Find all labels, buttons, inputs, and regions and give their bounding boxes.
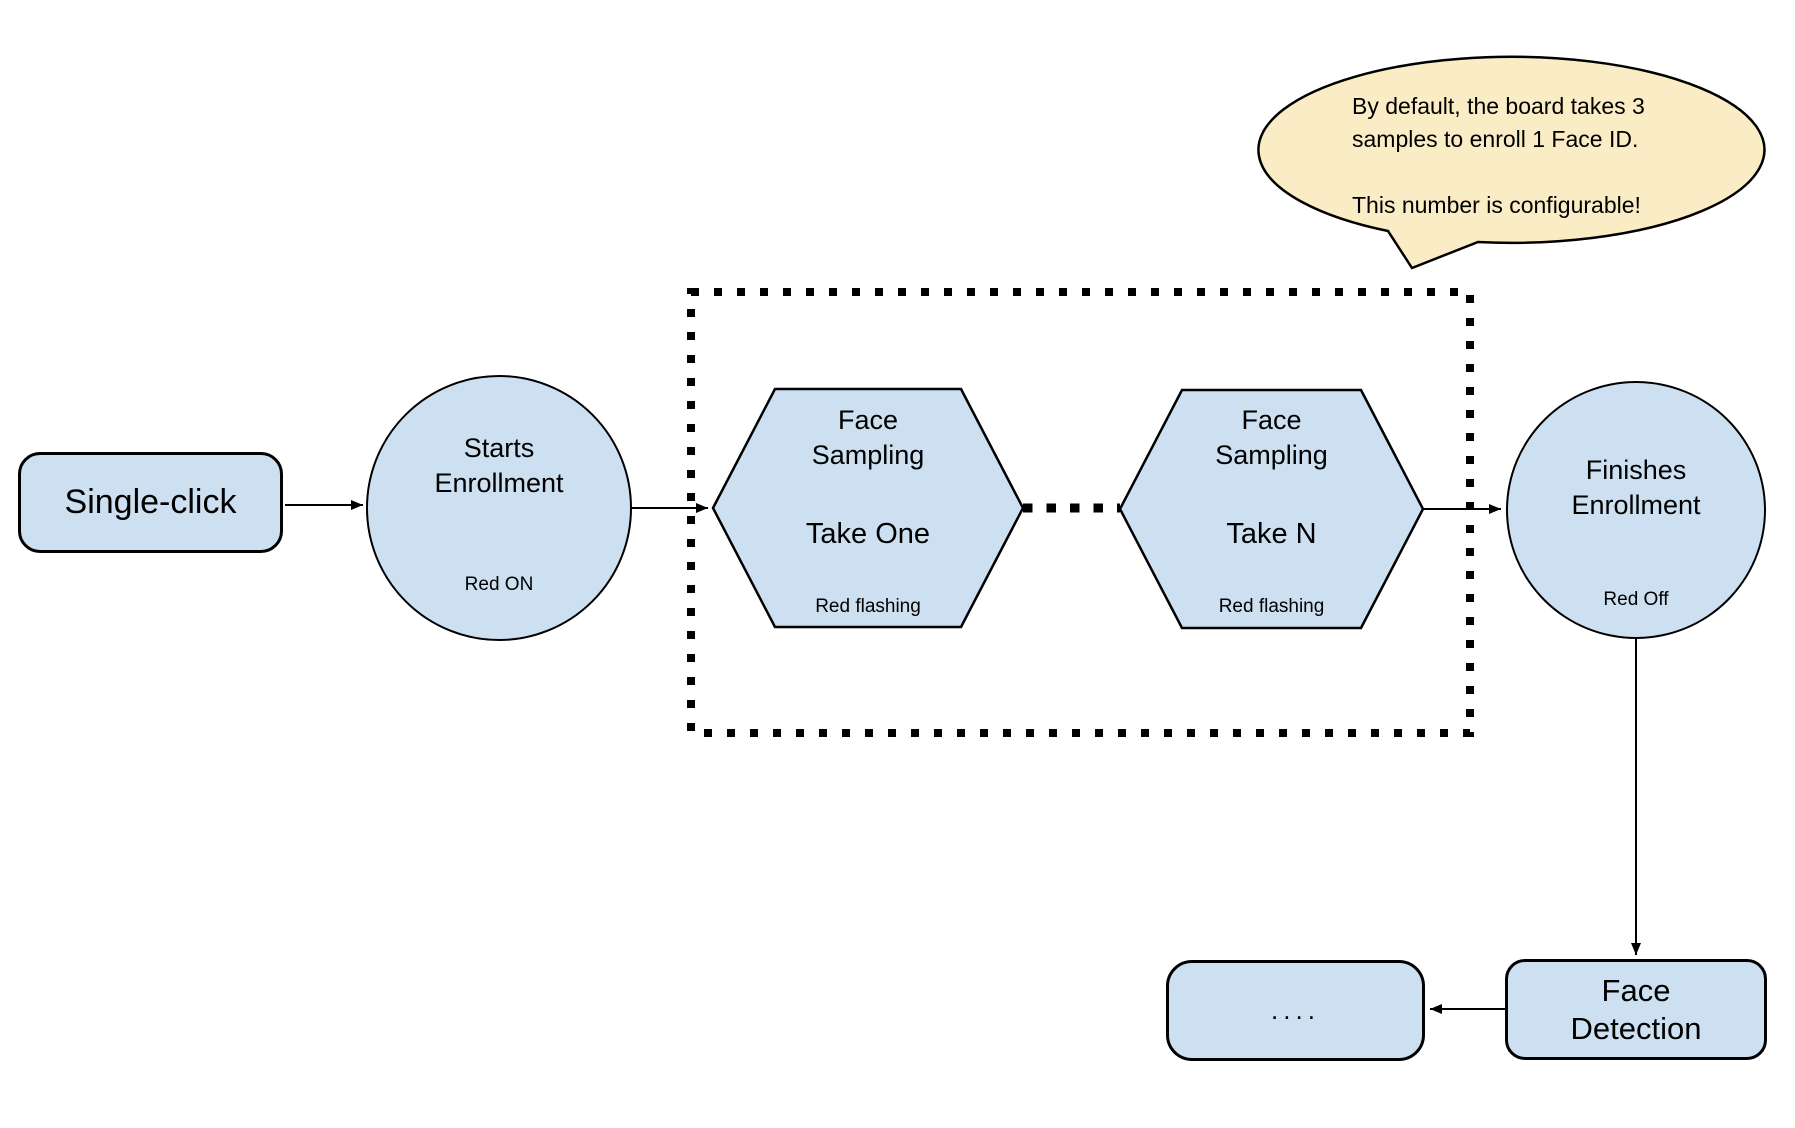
- face-sampling-one-status: Red flashing: [815, 596, 921, 617]
- node-single-click: Single-click: [18, 452, 283, 553]
- node-continuation: ....: [1166, 960, 1425, 1061]
- callout-blank-line: [1352, 156, 1702, 189]
- finishes-enrollment-line2: Enrollment: [1571, 490, 1701, 520]
- face-sampling-one-take: Take One: [805, 518, 931, 550]
- callout-line1: By default, the board takes 3: [1352, 93, 1645, 119]
- callout-text: By default, the board takes 3 samples to…: [1352, 90, 1702, 222]
- face-sampling-n-take: Take N: [1226, 518, 1317, 550]
- callout-line2: samples to enroll 1 Face ID.: [1352, 126, 1639, 152]
- finishes-enrollment-label: Finishes Enrollment: [1508, 453, 1764, 523]
- starts-enrollment-label: Starts Enrollment: [368, 431, 630, 501]
- starts-enrollment-line1: Starts: [463, 433, 535, 463]
- continuation-label: ....: [1271, 995, 1320, 1025]
- single-click-label: Single-click: [64, 483, 237, 521]
- face-detection-line1: Face: [1601, 972, 1671, 1008]
- face-sampling-n-line1: Face: [1241, 405, 1302, 435]
- finishes-enrollment-line1: Finishes: [1585, 455, 1687, 485]
- node-face-detection: Face Detection: [1505, 959, 1767, 1060]
- face-sampling-n-label: Face Sampling: [1120, 403, 1423, 473]
- face-detection-label: Face Detection: [1571, 972, 1702, 1048]
- node-finishes-enrollment: Finishes Enrollment Red Off: [1506, 381, 1766, 639]
- face-detection-line2: Detection: [1570, 1010, 1702, 1046]
- face-sampling-n-status: Red flashing: [1218, 596, 1325, 617]
- callout-bubble-shape: [1257, 55, 1766, 270]
- face-sampling-one-label: Face Sampling: [713, 403, 1023, 473]
- callout-line3: This number is configurable!: [1352, 192, 1641, 218]
- starts-enrollment-line2: Enrollment: [434, 468, 564, 498]
- face-sampling-one-line2: Sampling: [811, 440, 925, 470]
- finishes-enrollment-status: Red Off: [1603, 589, 1669, 610]
- node-starts-enrollment: Starts Enrollment Red ON: [366, 375, 632, 641]
- starts-enrollment-status: Red ON: [464, 574, 534, 595]
- face-sampling-n-line2: Sampling: [1215, 440, 1328, 470]
- face-sampling-one-line1: Face: [837, 405, 899, 435]
